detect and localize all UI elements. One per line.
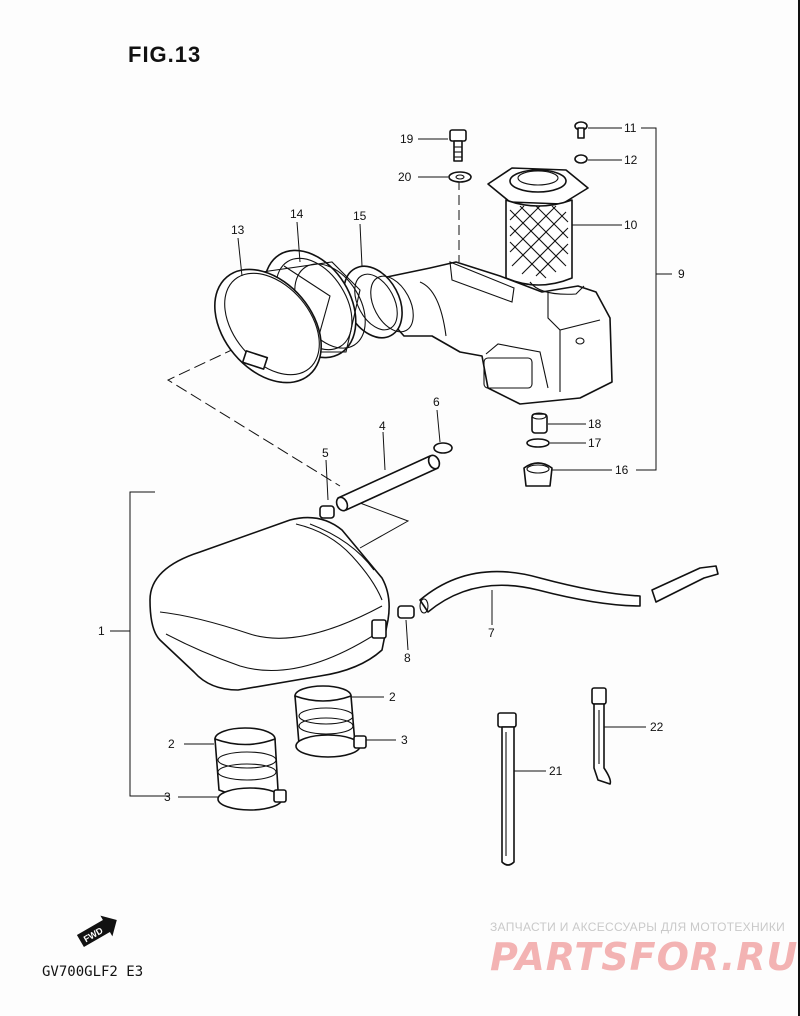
callout-12: 12 bbox=[624, 153, 638, 167]
hose-part-4 bbox=[335, 454, 441, 512]
leader-lines bbox=[178, 127, 646, 798]
callout-2b: 2 bbox=[168, 737, 175, 751]
air-cleaner-case-part-9 bbox=[381, 261, 613, 405]
callout-11: 11 bbox=[624, 121, 637, 135]
callout-9: 9 bbox=[678, 267, 685, 281]
figure-title: FIG.13 bbox=[128, 42, 202, 67]
callout-7: 7 bbox=[488, 626, 495, 640]
clip-part-6 bbox=[433, 442, 453, 454]
clip-part-17 bbox=[526, 438, 550, 448]
strap-part-21 bbox=[497, 712, 517, 866]
callout-16: 16 bbox=[615, 463, 629, 477]
callout-20: 20 bbox=[398, 170, 412, 184]
watermark-logo: PARTSFOR.RU bbox=[490, 935, 799, 979]
callout-13: 13 bbox=[231, 223, 245, 237]
bolt-part-19 bbox=[449, 129, 467, 162]
callout-22: 22 bbox=[650, 720, 664, 734]
washer-part-20 bbox=[448, 171, 472, 183]
clamp-part-5 bbox=[319, 505, 335, 519]
callout-6: 6 bbox=[433, 395, 440, 409]
cap-part-18 bbox=[531, 412, 548, 434]
callout-10: 10 bbox=[624, 218, 638, 232]
nut-part-12 bbox=[574, 154, 588, 164]
clamp-part-3-right bbox=[295, 734, 367, 758]
fwd-arrow-icon: FWD bbox=[76, 915, 117, 948]
bracket-group-1 bbox=[110, 491, 170, 797]
screw-part-11 bbox=[574, 121, 588, 139]
model-code: GV700GLF2 E3 bbox=[42, 964, 144, 980]
breather-hose-part-7 bbox=[419, 565, 719, 614]
bracket-group-9 bbox=[636, 127, 672, 471]
page-edge-divider bbox=[798, 0, 800, 1016]
callout-5: 5 bbox=[322, 446, 329, 460]
clamp-band-part-13 bbox=[214, 268, 322, 384]
callout-8: 8 bbox=[404, 651, 411, 665]
assembly-guide-lines bbox=[166, 180, 460, 549]
strap-part-22 bbox=[591, 687, 612, 785]
intake-joint-part-15 bbox=[343, 265, 414, 339]
callout-2a: 2 bbox=[389, 690, 396, 704]
callout-18: 18 bbox=[588, 417, 602, 431]
callout-4: 4 bbox=[379, 419, 386, 433]
callout-15: 15 bbox=[353, 209, 367, 223]
clamp-part-3-left bbox=[217, 787, 287, 811]
clamp-part-8 bbox=[397, 605, 415, 619]
air-filter-element-part-10 bbox=[487, 167, 589, 286]
callout-1: 1 bbox=[98, 624, 105, 638]
intake-pipe-part-2-left bbox=[214, 727, 279, 797]
air-cleaner-lower-case-part-1 bbox=[149, 516, 390, 691]
callout-labels: 1 2 2 3 3 4 5 6 7 8 9 10 11 12 13 14 15 … bbox=[98, 121, 685, 804]
callout-17: 17 bbox=[588, 436, 602, 450]
callout-21: 21 bbox=[549, 764, 563, 778]
watermark-tagline: ЗАПЧАСТИ И АКСЕССУАРЫ ДЛЯ МОТОТЕХНИКИ bbox=[490, 920, 786, 934]
callout-19: 19 bbox=[400, 132, 414, 146]
callout-3a: 3 bbox=[401, 733, 408, 747]
drain-plug-part-16 bbox=[523, 462, 553, 487]
callout-3b: 3 bbox=[164, 790, 171, 804]
callout-14: 14 bbox=[290, 207, 304, 221]
